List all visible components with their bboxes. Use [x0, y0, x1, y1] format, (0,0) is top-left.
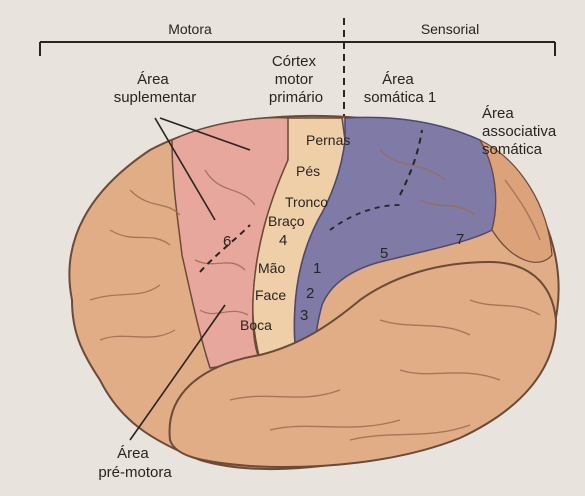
body-part-tronco: Tronco [285, 194, 328, 210]
body-part-boca: Boca [240, 317, 272, 333]
body-part-mao: Mão [258, 260, 285, 276]
area-number-3: 3 [300, 307, 308, 324]
header-sensorial: Sensorial [421, 21, 479, 37]
area-number-6: 6 [223, 233, 231, 250]
label-cortex-motor-primario: Córtex motor primário [269, 53, 323, 106]
area-number-5: 5 [380, 245, 388, 262]
area-number-7: 7 [456, 231, 464, 248]
body-part-pes: Pés [296, 163, 320, 179]
body-part-face: Face [255, 287, 286, 303]
area-number-4: 4 [279, 232, 287, 249]
area-number-2: 2 [306, 285, 314, 302]
body-part-braco: Braço [268, 213, 305, 229]
body-part-pernas: Pernas [306, 132, 350, 148]
header-motora: Motora [168, 21, 212, 37]
area-number-1: 1 [313, 260, 321, 277]
